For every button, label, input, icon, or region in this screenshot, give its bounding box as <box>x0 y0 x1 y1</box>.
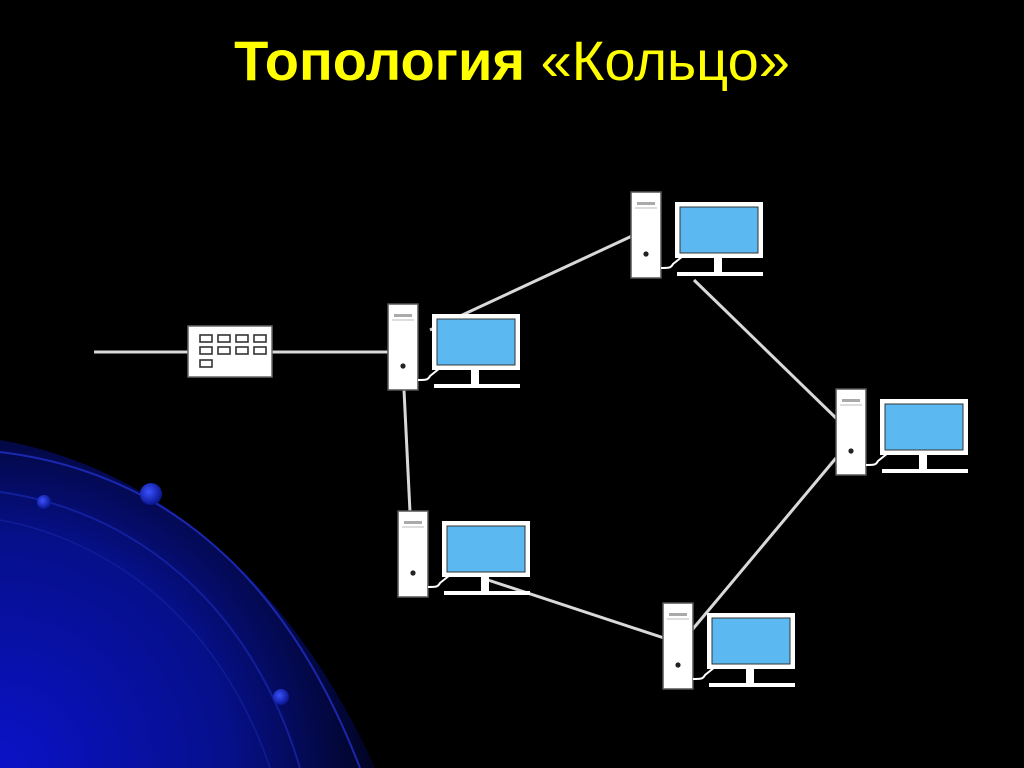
title-quoted-part: «Кольцо» <box>540 29 790 92</box>
workstation-2 <box>630 191 764 279</box>
title-bold-part: Топология <box>234 29 526 92</box>
desktop-computer-icon <box>397 510 531 598</box>
hub-icon <box>187 325 273 378</box>
network-hub <box>187 325 273 378</box>
ring-link-2-3 <box>692 278 840 422</box>
decor-dot <box>273 689 289 705</box>
ring-link-4-5 <box>487 578 665 640</box>
workstation-1 <box>387 303 521 391</box>
desktop-computer-icon <box>835 388 969 476</box>
ring-link-3-4 <box>690 457 838 631</box>
desktop-computer-icon <box>630 191 764 279</box>
workstation-3 <box>835 388 969 476</box>
network-links <box>94 234 840 640</box>
desktop-computer-icon <box>662 602 796 690</box>
decor-dot <box>140 483 162 505</box>
slide-title: Топология «Кольцо» <box>0 26 1024 96</box>
decor-dot <box>37 495 51 509</box>
desktop-computer-icon <box>387 303 521 391</box>
workstation-4 <box>662 602 796 690</box>
workstation-5 <box>397 510 531 598</box>
ring-link-5-1 <box>402 389 412 513</box>
background-decor <box>0 440 375 768</box>
